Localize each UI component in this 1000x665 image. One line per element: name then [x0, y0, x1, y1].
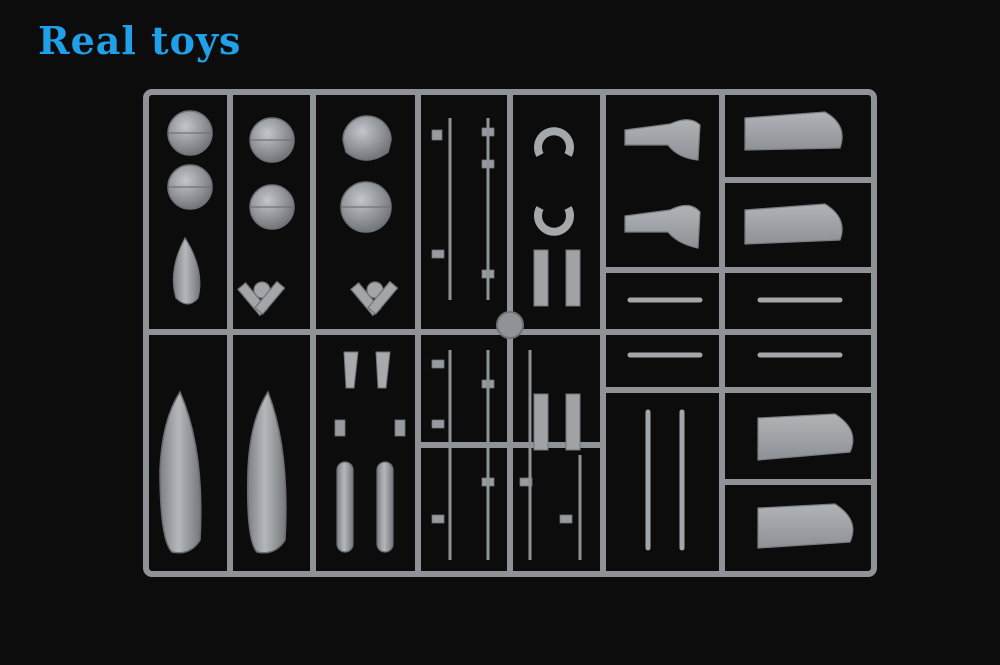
sprue-frame — [143, 89, 877, 577]
ring-parts — [534, 127, 574, 236]
dome-part — [342, 115, 392, 161]
ribbed-panel-parts — [533, 249, 581, 451]
fuel-tank-parts — [159, 390, 287, 554]
rod-parts — [627, 297, 843, 551]
slim-pod-parts — [336, 461, 394, 553]
small-pod-part — [172, 236, 201, 305]
sprue-hub — [496, 311, 524, 339]
propeller-parts — [237, 280, 399, 317]
small-blade-parts — [343, 351, 391, 389]
fin-parts — [624, 111, 854, 549]
watermark-logo: Real toys — [38, 18, 242, 63]
